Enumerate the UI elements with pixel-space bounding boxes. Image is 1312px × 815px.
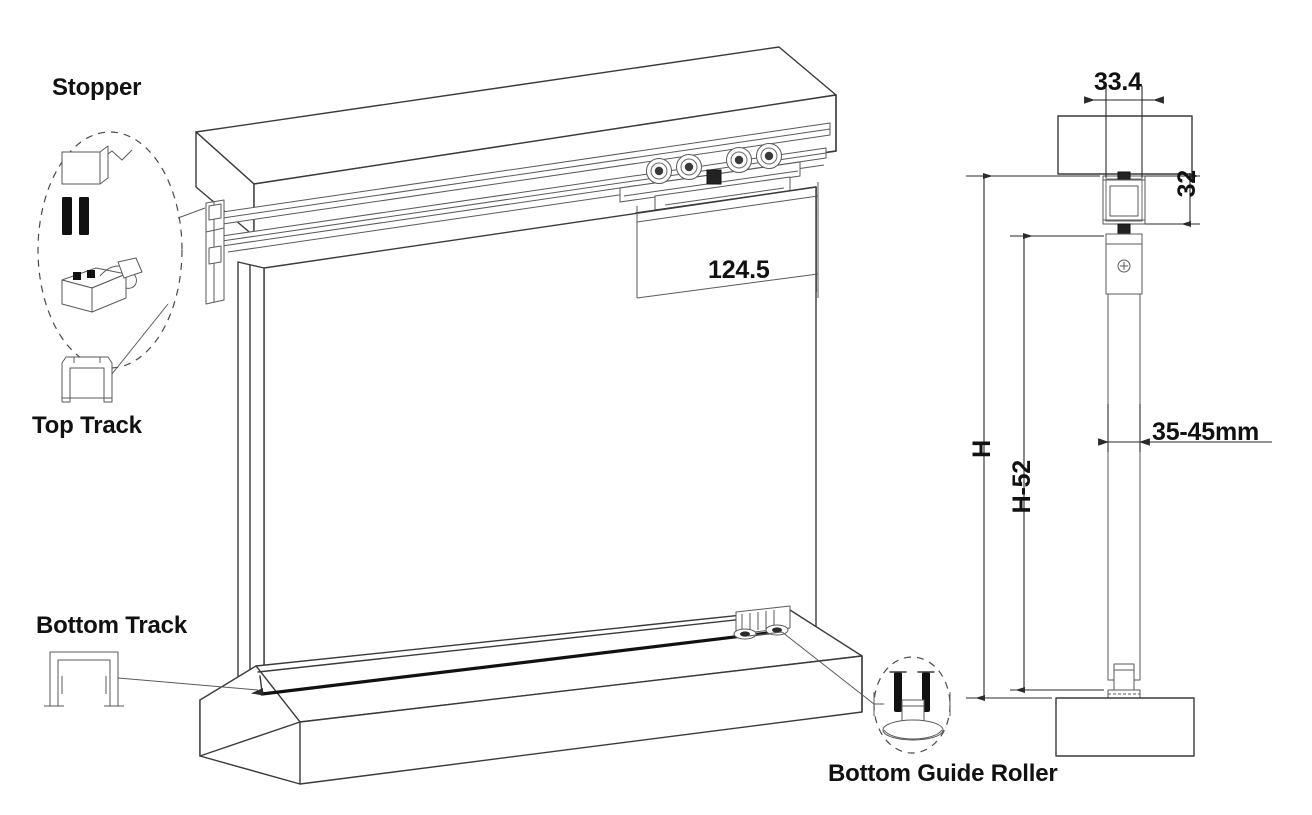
- dim-panel-height: [1010, 233, 1104, 693]
- door-panel: [237, 186, 817, 717]
- bottom-track-profile: [49, 651, 119, 707]
- roller-wheel-2: [676, 154, 702, 180]
- dim-label-carriage-length: 124.5: [708, 256, 770, 284]
- stopper-label: Stopper: [52, 74, 142, 101]
- top-track-leader-line: [111, 303, 169, 375]
- stopper-part-bracket: [61, 145, 133, 185]
- stopper-leader-line: [177, 207, 206, 219]
- bottom-track-leader-line: [117, 677, 259, 691]
- dim-panel-thickness: [1098, 404, 1272, 452]
- threshold-plinth: [199, 609, 863, 785]
- section-header-block: [1057, 115, 1193, 175]
- stopper-part-body: [61, 257, 143, 313]
- bottom-track-groove: [260, 630, 778, 696]
- isometric-assembly-view: [195, 46, 863, 785]
- top-track-profile: [61, 356, 113, 403]
- top-track-rail: [215, 122, 831, 253]
- section-top-track: [1102, 171, 1146, 235]
- stopper-bracket: [205, 199, 225, 305]
- section-door-panel: [1107, 293, 1141, 681]
- dim-label-overall-height: H: [968, 440, 996, 458]
- roller-wheel-1: [646, 158, 672, 184]
- stopper-callout: [37, 131, 206, 369]
- section-carriage-body: [1105, 233, 1143, 295]
- bottom-guide-roller-label: Bottom Guide Roller: [828, 760, 1058, 787]
- bottom-roller-hardware: [733, 605, 791, 640]
- dim-track-width: [1084, 86, 1164, 178]
- roller-carriage: [619, 143, 801, 211]
- dim-overall-height: [966, 173, 1100, 701]
- dim-carriage-length: [636, 182, 819, 299]
- top-track-callout: [61, 303, 169, 403]
- dim-label-panel-height: H-52: [1008, 460, 1036, 514]
- dim-label-track-height: 32: [1173, 170, 1201, 198]
- stopper-callout-bubble: [37, 131, 183, 369]
- bottom-guide-roller-leader-line: [781, 631, 875, 705]
- stopper-part-bumpers: [62, 197, 89, 235]
- bottom-guide-roller-callout: [747, 631, 951, 754]
- roller-wheel-4: [756, 143, 782, 169]
- dim-label-track-width: 33.4: [1094, 68, 1142, 96]
- roller-wheel-3: [726, 147, 752, 173]
- section-bottom-guide: [1107, 663, 1141, 699]
- dim-label-panel-thickness: 35-45mm: [1152, 418, 1259, 446]
- dim-track-height: [1145, 173, 1200, 227]
- bottom-track-callout: [44, 651, 259, 707]
- bottom-track-label: Bottom Track: [36, 612, 187, 639]
- carriage-stopper-block: [706, 169, 722, 185]
- vertical-section-view: [966, 86, 1272, 757]
- top-track-label: Top Track: [32, 412, 142, 439]
- section-floor-block: [1055, 697, 1195, 757]
